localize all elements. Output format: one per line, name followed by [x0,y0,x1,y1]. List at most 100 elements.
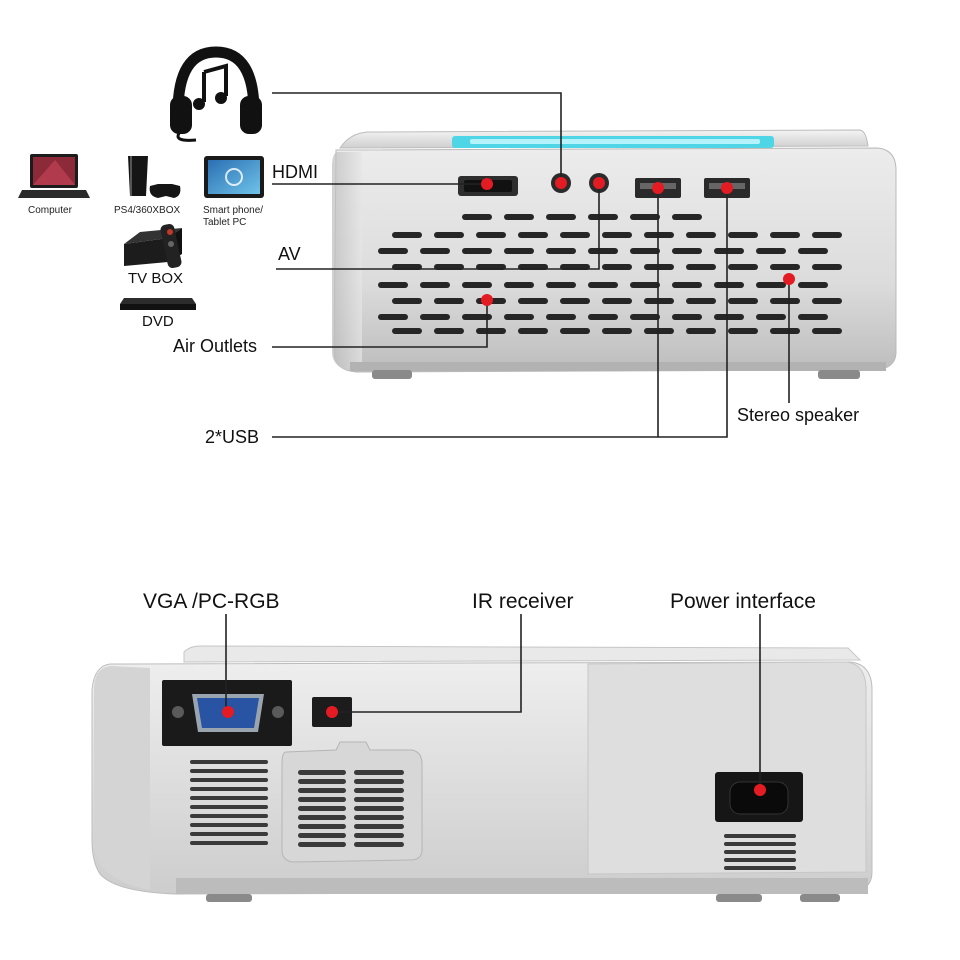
av-marker [593,177,605,189]
vent-slot [190,814,268,818]
vent-slot [504,282,534,288]
vent-slot [354,815,404,820]
power-marker [754,784,766,796]
vent-slot [560,232,590,238]
dvd-player-icon [120,298,196,310]
device-label-computer: Computer [28,205,72,216]
hdmi-marker [481,178,493,190]
vent-slot [298,797,346,802]
vent-slot [190,778,268,782]
vent-slot [298,779,346,784]
callout-air-outlets: Air Outlets [173,336,258,356]
vent-slot [756,248,786,254]
vent-slot [724,866,796,870]
vent-slot [644,264,674,270]
vent-slot [588,214,618,220]
callout-stereo-speaker: Stereo speaker [737,405,860,425]
vent-slot [518,298,548,304]
vent-slot [354,797,404,802]
vent-slot [378,282,408,288]
vent-slot [770,298,800,304]
vent-slot [354,824,404,829]
vent-slot [724,850,796,854]
vent-slot [756,314,786,320]
vent-slot [644,298,674,304]
vent-slot [518,328,548,334]
vent-slot [462,248,492,254]
vent-slot [420,314,450,320]
vent-slot [728,298,758,304]
laptop-icon [18,154,90,198]
vent-slot [476,328,506,334]
game-console-icon [128,156,181,198]
vent-slot [546,314,576,320]
bottom-leader-lines [225,614,761,790]
vent-slot [392,232,422,238]
vent-slot [672,214,702,220]
vent-slot [724,858,796,862]
vent-slot [686,232,716,238]
vent-slot [798,248,828,254]
vent-slot [434,328,464,334]
vent-slot [714,282,744,288]
ir-marker [326,706,338,718]
vent-slot [190,841,268,845]
callout-markers [222,177,795,796]
vent-slot [392,298,422,304]
vent-slot [672,248,702,254]
vent-slot [504,314,534,320]
vent-slot [560,328,590,334]
vent-slot [728,232,758,238]
callout-vga: VGA /PC-RGB [143,590,280,613]
vent-slot [298,824,346,829]
headphone-marker [555,177,567,189]
callout-av: AV [278,244,301,264]
vent-slot [504,214,534,220]
vent-slot [476,232,506,238]
vent-slot [602,298,632,304]
vent-slot [686,264,716,270]
vent-slot [770,328,800,334]
air-outlet-marker [481,294,493,306]
vent-slot [298,788,346,793]
vent-slot [354,842,404,847]
vent-slot [354,833,404,838]
vent-slot [420,282,450,288]
vga-marker [222,706,234,718]
vent-slot [190,796,268,800]
callout-hdmi: HDMI [272,162,318,182]
vent-slot [728,328,758,334]
vent-slot [770,264,800,270]
vent-slot [190,832,268,836]
vent-slot [686,298,716,304]
vent-slot [518,232,548,238]
vent-slot [354,770,404,775]
vent-slot [728,264,758,270]
vent-slot [420,248,450,254]
vent-slot [588,282,618,288]
vent-slot [354,806,404,811]
vent-slot [392,328,422,334]
vent-slot [190,823,268,827]
device-label-phone: Smart phone/ Tablet PC [203,205,264,228]
vent-slot [560,298,590,304]
vent-slot [588,248,618,254]
vent-slot [812,298,842,304]
speaker-marker [783,273,795,285]
vent-slot [462,214,492,220]
vent-slot [630,248,660,254]
vent-slot [298,833,346,838]
vent-slot [298,815,346,820]
air-outlet-vents [378,214,842,334]
vent-slot [672,282,702,288]
vent-slot [434,232,464,238]
device-label-console: PS4/360XBOX [114,205,181,216]
vent-slot [298,770,346,775]
vent-slot [190,787,268,791]
vent-slot [602,328,632,334]
callout-usb: 2*USB [205,427,260,447]
vent-slot [770,232,800,238]
vent-slot [724,834,796,838]
vent-slot [812,232,842,238]
